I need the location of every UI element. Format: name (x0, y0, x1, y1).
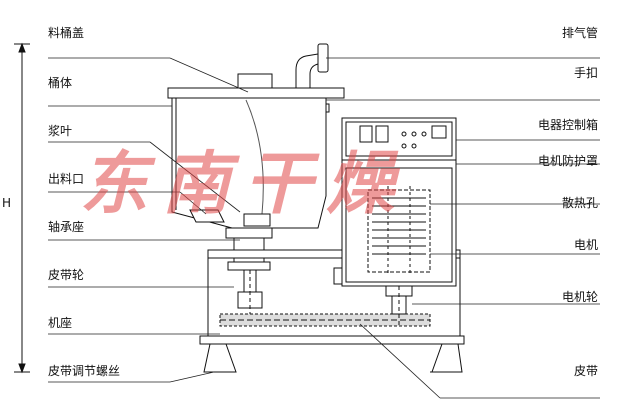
left-label: 出料口 (48, 172, 85, 186)
height-dimension (14, 42, 30, 374)
exhaust-pipe (292, 43, 329, 89)
hopper-body (171, 97, 327, 229)
discharge-port (189, 209, 225, 223)
leader-lines-left (48, 57, 249, 383)
left-label: 皮带轮 (48, 268, 85, 282)
belt (219, 313, 431, 327)
motor-pulley (385, 285, 413, 326)
leader-lines-right (326, 57, 600, 399)
left-label: 机座 (48, 316, 73, 330)
right-label: 手扣 (573, 66, 598, 80)
right-label: 散热孔 (561, 196, 598, 210)
left-label: 皮带调节螺丝 (48, 364, 121, 378)
height-dimension-label: H (2, 196, 12, 210)
right-label: 电机轮 (561, 290, 598, 304)
left-label: 浆叶 (48, 124, 73, 138)
left-label: 轴承座 (48, 220, 85, 234)
right-label: 电机防护罩 (537, 154, 598, 168)
left-label: 料桶盖 (48, 26, 85, 40)
left-label: 桶体 (48, 76, 73, 90)
watermark: 东南干燥 (80, 144, 409, 224)
hopper-lid (167, 73, 345, 99)
frame-bracket (333, 267, 343, 285)
right-label: 电机 (573, 238, 598, 252)
motor (367, 186, 431, 276)
left-pulley (237, 269, 263, 320)
right-label: 皮带 (573, 364, 598, 378)
right-label: 电器控制箱 (537, 118, 598, 132)
electrical-control-box (341, 117, 457, 161)
right-label: 排气管 (561, 26, 598, 40)
